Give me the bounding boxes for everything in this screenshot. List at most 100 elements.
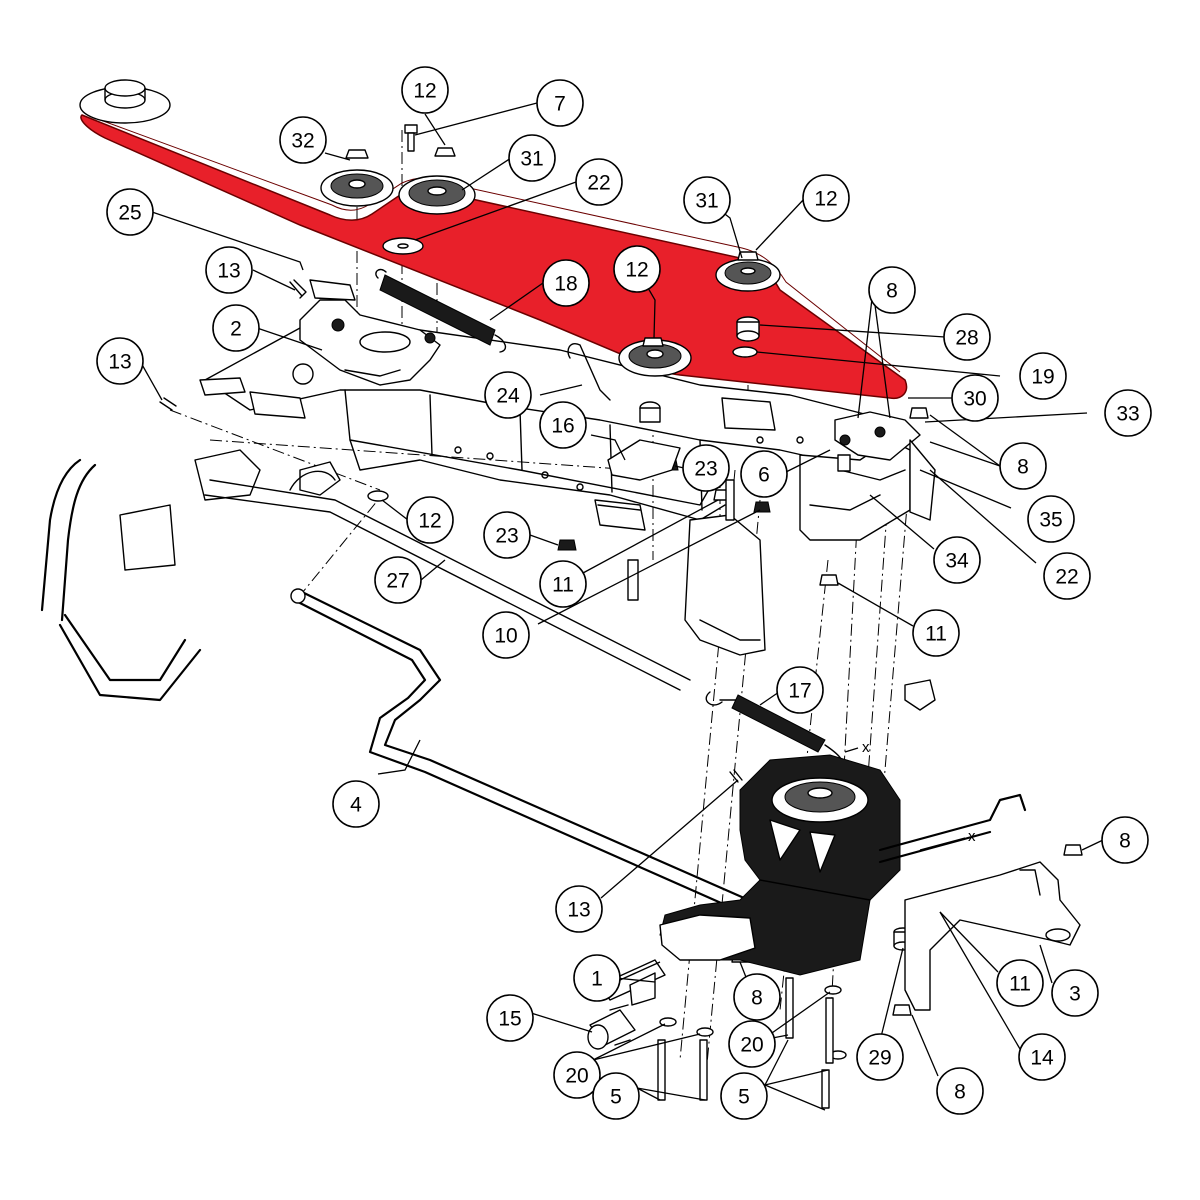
callout-circle: [802, 174, 850, 222]
callout-circle: [592, 1072, 640, 1120]
right-bracket-assembly: [834, 411, 936, 521]
callout-number: 8: [954, 1081, 966, 1104]
callout-c22b: 22: [1043, 552, 1091, 600]
control-rod: [290, 588, 762, 920]
callout-c24: 24: [484, 371, 532, 419]
callout-circle: [508, 134, 556, 182]
callout-c20b: 20: [728, 1020, 776, 1068]
callout-number: 12: [625, 259, 648, 282]
callout-c12c: 12: [613, 245, 661, 293]
callout-c5b: 5: [720, 1072, 768, 1120]
callout-circle: [1104, 389, 1152, 437]
callout-number: 11: [925, 623, 947, 646]
callout-number: 23: [495, 525, 518, 548]
callout-circle: [539, 401, 587, 449]
callout-circle: [856, 1033, 904, 1081]
callout-number: 12: [413, 80, 436, 103]
callout-circle: [868, 266, 916, 314]
x-marks: x x: [844, 739, 976, 851]
callout-c8c: 8: [1101, 816, 1149, 864]
idler-pulley-31a: [398, 175, 476, 215]
callout-circle: [933, 536, 981, 584]
callout-number: 11: [552, 574, 574, 597]
callout-c11c: 11: [996, 959, 1044, 1007]
callout-number: 32: [291, 130, 314, 153]
callout-number: 17: [788, 680, 811, 703]
callout-c2: 2: [212, 304, 260, 352]
callout-number: 4: [350, 794, 362, 817]
callout-circle: [539, 560, 587, 608]
callout-number: 31: [520, 148, 543, 171]
callout-circle: [683, 176, 731, 224]
callout-number: 23: [694, 458, 717, 481]
callout-circle: [482, 611, 530, 659]
callout-number: 22: [1055, 566, 1078, 589]
callout-c25: 25: [106, 188, 154, 236]
callout-circle: [1101, 816, 1149, 864]
callout-number: 15: [498, 1008, 521, 1031]
callout-circle: [996, 959, 1044, 1007]
callout-number: 13: [567, 899, 590, 922]
idler-pulley-center: [618, 339, 692, 377]
transaxle: [599, 754, 1027, 1001]
callout-number: 13: [108, 351, 131, 374]
callout-c10: 10: [482, 611, 530, 659]
callout-c8d: 8: [733, 973, 781, 1021]
idler-pulley-31b: [715, 258, 781, 292]
callout-c5a: 5: [592, 1072, 640, 1120]
callout-circle: [406, 496, 454, 544]
x-mark-b: x: [968, 828, 976, 845]
callout-circle: [536, 79, 584, 127]
callout-number: 33: [1116, 403, 1139, 426]
callout-number: 8: [1119, 830, 1131, 853]
idler-bracket: [299, 279, 441, 386]
callout-c31b: 31: [683, 176, 731, 224]
callout-c28: 28: [943, 313, 991, 361]
callout-c27: 27: [374, 556, 422, 604]
callout-circle: [279, 116, 327, 164]
callout-c32: 32: [279, 116, 327, 164]
callout-circle: [484, 371, 532, 419]
x-mark-a: x: [862, 739, 870, 756]
callout-number: 12: [814, 188, 837, 211]
tension-spring-18: [375, 268, 507, 353]
callout-c12a: 12: [401, 66, 449, 114]
callout-circle: [912, 609, 960, 657]
callout-c30: 30: [951, 374, 999, 422]
callout-number: 1: [591, 968, 603, 991]
callout-number: 22: [587, 172, 610, 195]
bracket-3: [904, 861, 1081, 1011]
callout-circle: [1018, 1033, 1066, 1081]
callout-number: 34: [945, 550, 969, 573]
wing-nut: [904, 679, 936, 711]
callout-c12b: 12: [802, 174, 850, 222]
callout-number: 30: [963, 388, 986, 411]
callout-c17: 17: [776, 666, 824, 714]
callout-c31a: 31: [508, 134, 556, 182]
callout-circle: [106, 188, 154, 236]
callout-circle: [332, 780, 380, 828]
callout-c4: 4: [332, 780, 380, 828]
callout-c8b: 8: [999, 442, 1047, 490]
belt-outer: [80, 114, 908, 400]
callout-number: 27: [386, 570, 409, 593]
callout-circle: [733, 973, 781, 1021]
callout-circle: [613, 245, 661, 293]
callout-circle: [553, 1051, 601, 1099]
callout-c11a: 11: [539, 560, 587, 608]
callout-number: 11: [1009, 973, 1031, 996]
callout-circle: [205, 246, 253, 294]
callout-c7: 7: [536, 79, 584, 127]
callout-circle: [720, 1072, 768, 1120]
callout-circle: [542, 259, 590, 307]
tension-spring-17: [705, 691, 843, 762]
callout-c23a: 23: [682, 444, 730, 492]
callout-number: 20: [740, 1034, 763, 1057]
callout-c11b: 11: [912, 609, 960, 657]
callout-number: 5: [610, 1086, 622, 1109]
callout-number: 8: [886, 280, 898, 303]
callout-circle: [943, 313, 991, 361]
callout-number: 28: [955, 327, 978, 350]
callout-circle: [776, 666, 824, 714]
